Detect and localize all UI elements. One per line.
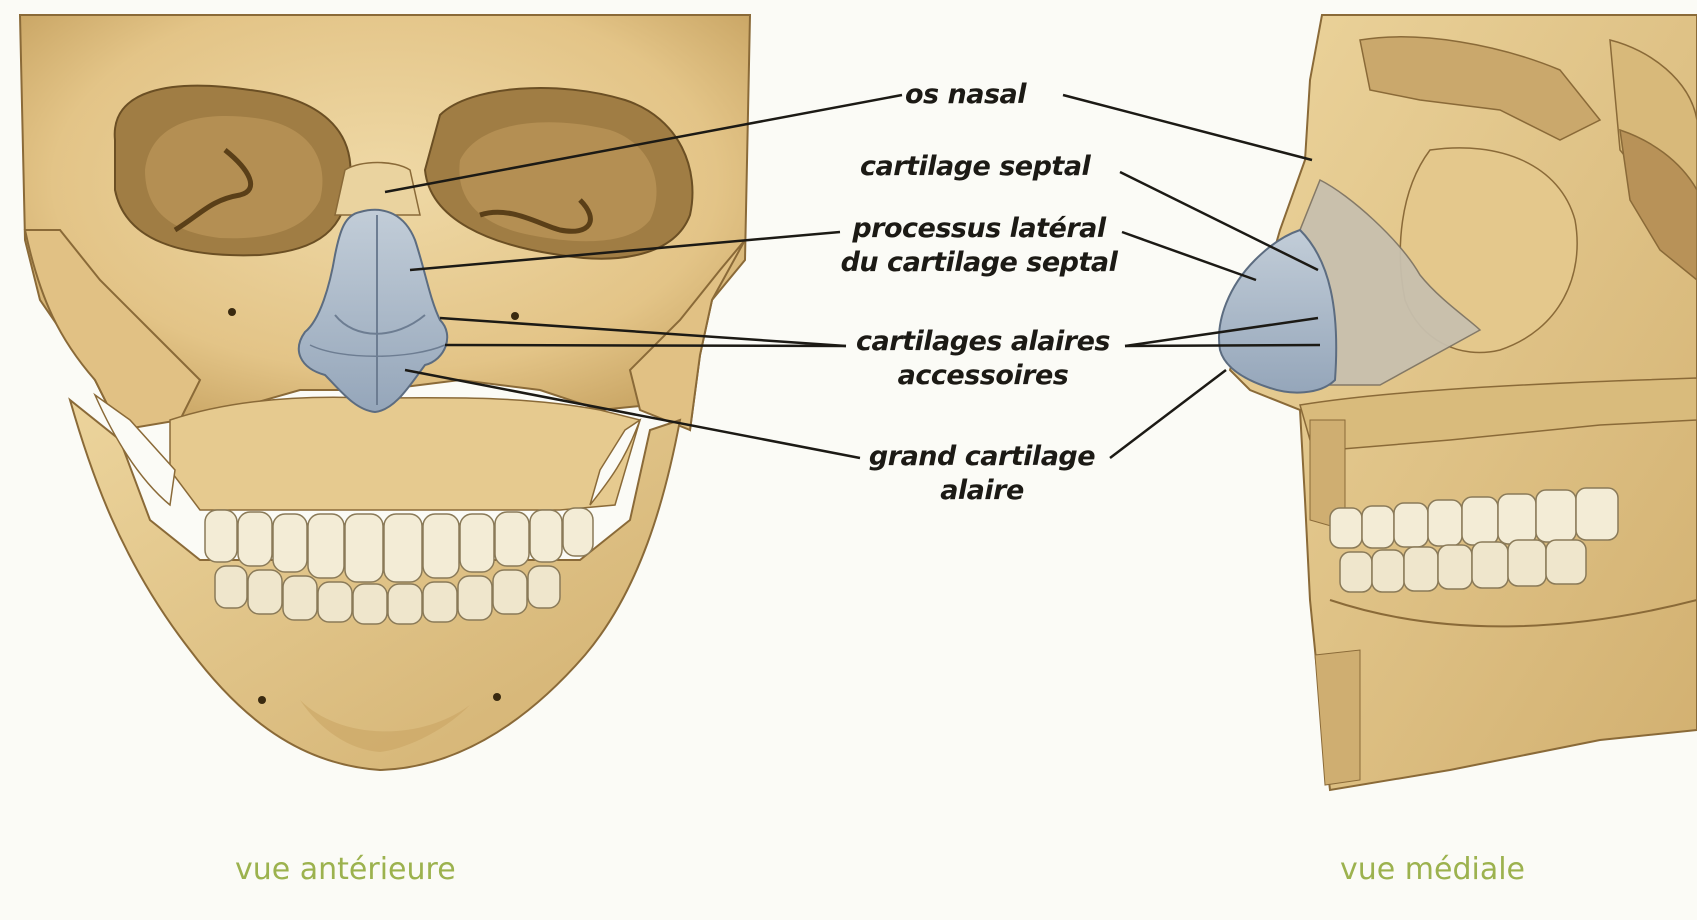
label-nasal-bone: os nasal (905, 79, 1027, 110)
label-major-alar-cartilage: grand cartilage alaire (850, 440, 1114, 508)
nasal-bones (334, 161, 421, 216)
leader-lateral-process-medial (1121, 230, 1257, 282)
leader-accessory-alar-m2 (1124, 343, 1321, 348)
leader-nasal-bone-medial (1062, 93, 1313, 162)
medial-nasal-cartilage (1218, 228, 1338, 394)
anterior-skull (18, 14, 752, 772)
left-zygoma (23, 229, 202, 432)
label-major-alar-line1: grand cartilage (868, 441, 1096, 472)
medial-upper-teeth (1329, 487, 1619, 549)
leader-accessory-alar-a2 (444, 343, 847, 348)
label-accessory-alar-cartilages: cartilages alaires accessoires (836, 325, 1130, 393)
leader-lines (384, 93, 1321, 460)
label-lateral-process-line2: du cartilage septal (840, 247, 1118, 278)
leader-major-alar-medial (1109, 369, 1227, 459)
label-lateral-process-line1: processus latéral (852, 213, 1106, 244)
label-accessory-alar-line1: cartilages alaires (856, 326, 1110, 357)
lower-teeth (214, 565, 561, 625)
medial-skull (1218, 14, 1697, 792)
caption-anterior-view: vue antérieure (235, 852, 456, 887)
caption-medial-view: vue médiale (1340, 852, 1525, 887)
leader-lateral-process-anterior (409, 230, 841, 272)
medial-septal-cartilage (1299, 178, 1482, 386)
label-major-alar-line2: alaire (940, 475, 1024, 506)
anterior-nasal-cartilage (297, 208, 449, 414)
label-accessory-alar-line2: accessoires (897, 360, 1069, 391)
upper-teeth (204, 507, 594, 583)
medial-lower-teeth (1339, 539, 1587, 593)
leader-accessory-alar-a1 (439, 316, 847, 348)
leader-septal-cartilage (1119, 170, 1319, 272)
leader-nasal-bone-anterior (384, 93, 903, 194)
leader-accessory-alar-m1 (1124, 316, 1319, 348)
maxilla (169, 396, 641, 511)
leader-major-alar-anterior (404, 368, 861, 460)
label-lateral-process: processus latéral du cartilage septal (820, 212, 1138, 280)
label-septal-cartilage: cartilage septal (860, 151, 1091, 182)
